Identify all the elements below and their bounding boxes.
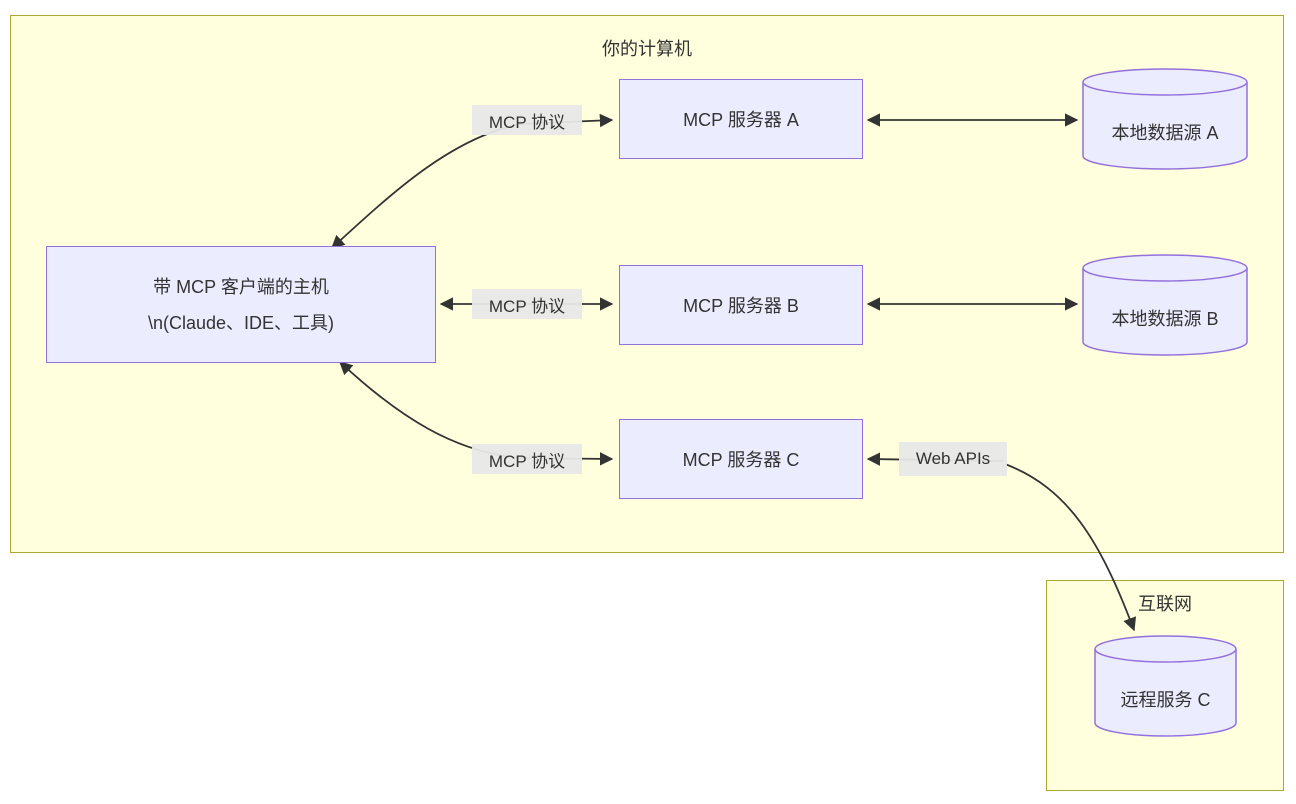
node-mcp-server-b: MCP 服务器 B — [619, 265, 863, 345]
node-local-data-source-b: 本地数据源 B — [1082, 254, 1248, 356]
node-host-with-mcp-client: 带 MCP 客户端的主机 \n(Claude、IDE、工具) — [46, 246, 436, 363]
cylinder-shape-icon — [1082, 254, 1248, 356]
edge-host-server-a — [331, 113, 614, 249]
edge-label-mcp-protocol-b: MCP 协议 — [472, 289, 582, 319]
edge-label-mcp-protocol-a: MCP 协议 — [472, 105, 582, 135]
node-mcp-server-c-label: MCP 服务器 C — [682, 450, 800, 470]
node-mcp-server-a: MCP 服务器 A — [619, 79, 863, 159]
edge-webapis-remote-c — [1004, 463, 1137, 632]
node-mcp-server-c: MCP 服务器 C — [619, 419, 863, 499]
edge-label-web-apis: Web APIs — [899, 442, 1007, 476]
cylinder-shape-icon — [1094, 635, 1237, 737]
cylinder-shape-icon — [1082, 68, 1248, 170]
cluster-internet: 互联网 — [1046, 580, 1284, 791]
node-host-label-line1: 带 MCP 客户端的主机 — [153, 276, 329, 297]
node-local-data-source-a-label: 本地数据源 A — [1111, 123, 1219, 143]
cluster-internet-title: 互联网 — [1138, 594, 1192, 614]
node-local-data-source-b-label: 本地数据源 B — [1111, 309, 1219, 329]
edge-label-mcp-protocol-c: MCP 协议 — [472, 444, 582, 474]
node-remote-service-c-label: 远程服务 C — [1120, 690, 1211, 710]
node-mcp-server-b-label: MCP 服务器 B — [683, 296, 799, 316]
node-local-data-source-a: 本地数据源 A — [1082, 68, 1248, 170]
node-host-label-line2: \n(Claude、IDE、工具) — [147, 312, 335, 333]
cluster-your-computer-title: 你的计算机 — [602, 39, 692, 59]
node-mcp-server-a-label: MCP 服务器 A — [683, 110, 799, 130]
node-remote-service-c: 远程服务 C — [1094, 635, 1237, 737]
